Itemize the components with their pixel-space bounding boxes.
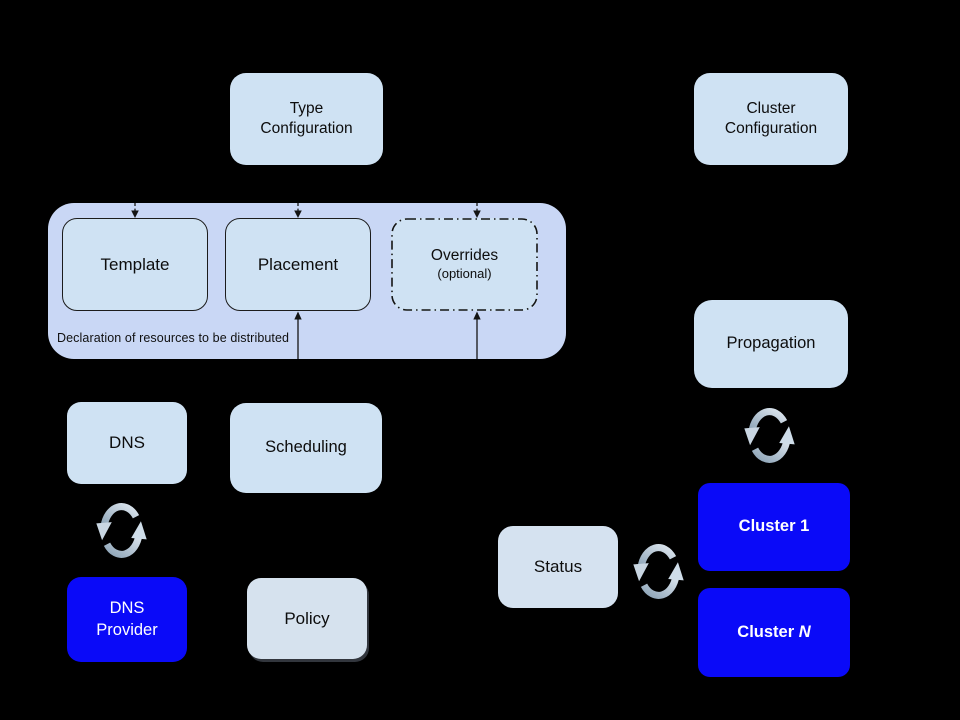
node-dns-provider: DNS Provider (67, 577, 187, 662)
node-policy: Policy (247, 578, 367, 659)
node-template: Template (62, 218, 208, 311)
node-label: Configuration (724, 120, 818, 137)
node-scheduling: Scheduling (230, 403, 382, 493)
node-label: DNS (109, 433, 145, 453)
node-overrides: Overrides (optional) (391, 218, 538, 311)
node-label: Placement (257, 254, 339, 274)
node-label: Overrides (430, 247, 499, 265)
node-label: Type (289, 100, 324, 118)
node-propagation: Propagation (694, 300, 848, 388)
node-label: Configuration (260, 120, 353, 137)
node-label: Scheduling (265, 438, 347, 457)
node-label: Provider (96, 620, 158, 639)
dash-dot-border (391, 218, 538, 311)
group-caption: Declaration of resources to be distribut… (57, 331, 290, 345)
node-label: Propagation (726, 334, 816, 353)
sync-icon (95, 494, 148, 567)
node-label: DNS (109, 599, 145, 618)
node-label: Policy (284, 608, 330, 628)
node-label: Status (533, 557, 583, 577)
sync-icon (743, 399, 796, 472)
node-label: Cluster (746, 100, 796, 118)
node-status: Status (498, 526, 618, 608)
sync-icon (632, 535, 685, 608)
node-placement: Placement (225, 218, 371, 311)
node-label: Template (100, 254, 170, 274)
node-sublabel: (optional) (437, 266, 492, 282)
node-cluster-configuration: Cluster Configuration (694, 73, 848, 165)
node-type-configuration: Type Configuration (230, 73, 383, 165)
node-dns: DNS (67, 402, 187, 484)
